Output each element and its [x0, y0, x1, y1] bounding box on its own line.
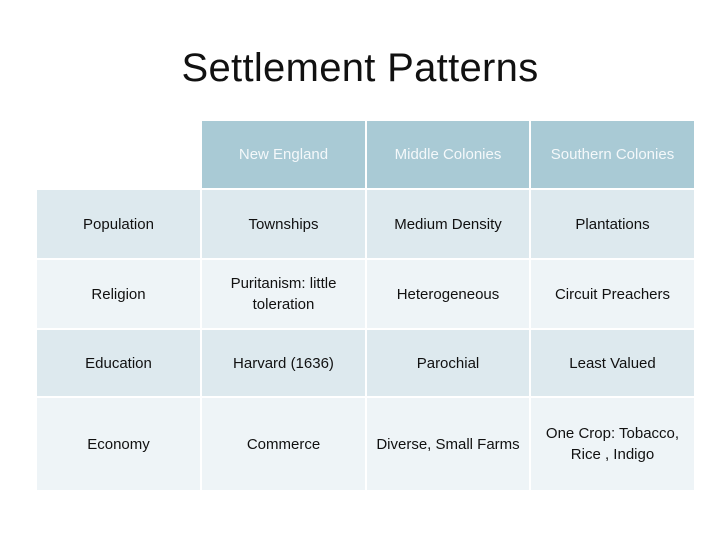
table-cell: Puritanism: little toleration	[202, 260, 365, 328]
row-label-education: Education	[37, 330, 200, 396]
header-corner-cell	[37, 121, 200, 188]
table-cell: Circuit Preachers	[531, 260, 694, 328]
header-middle-colonies: Middle Colonies	[367, 121, 529, 188]
row-label-population: Population	[37, 190, 200, 258]
header-southern-colonies: Southern Colonies	[531, 121, 694, 188]
row-label-religion: Religion	[37, 260, 200, 328]
table-cell: Parochial	[367, 330, 529, 396]
slide-title: Settlement Patterns	[181, 46, 539, 90]
header-new-england: New England	[202, 121, 365, 188]
table-cell: Heterogeneous	[367, 260, 529, 328]
table-cell: Townships	[202, 190, 365, 258]
table-cell: Diverse, Small Farms	[367, 398, 529, 490]
row-label-economy: Economy	[37, 398, 200, 490]
table-cell: One Crop: Tobacco, Rice , Indigo	[531, 398, 694, 490]
table-cell: Medium Density	[367, 190, 529, 258]
table-cell: Least Valued	[531, 330, 694, 396]
settlement-patterns-table: New England Middle Colonies Southern Col…	[37, 121, 694, 490]
table-cell: Plantations	[531, 190, 694, 258]
table-cell: Commerce	[202, 398, 365, 490]
table-cell: Harvard (1636)	[202, 330, 365, 396]
